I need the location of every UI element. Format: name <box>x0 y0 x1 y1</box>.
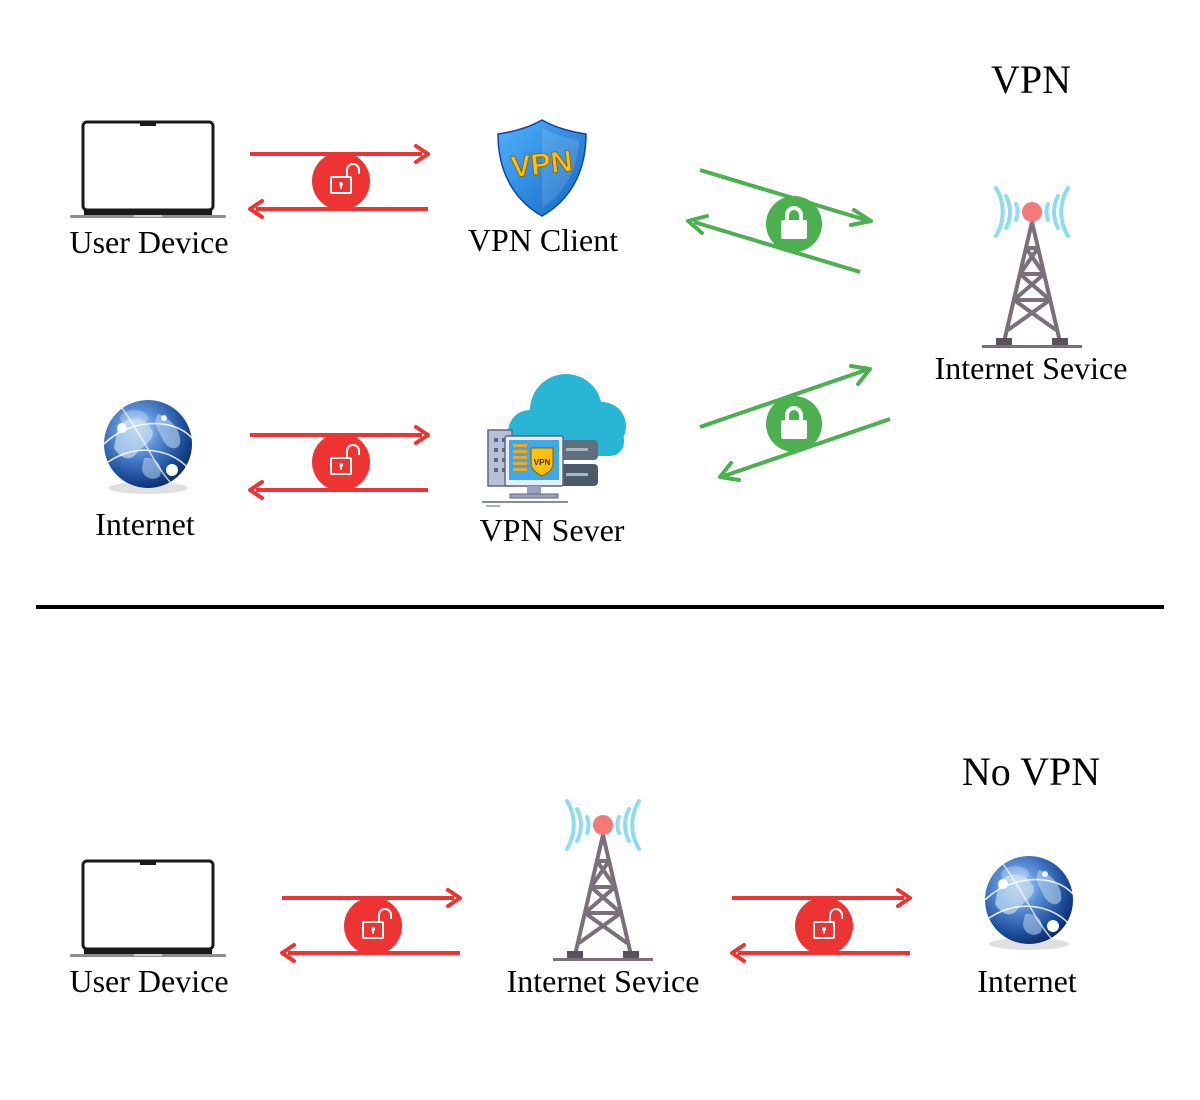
laptop-icon <box>68 859 228 959</box>
user-device-label: User Device <box>69 963 229 999</box>
cell-tower-icon <box>551 799 655 963</box>
unlocked-padlock-icon <box>311 432 371 492</box>
internet-label: Internet <box>95 506 195 542</box>
cell-tower-icon <box>980 186 1084 350</box>
globe-icon <box>984 855 1074 951</box>
unlocked-padlock-icon <box>794 896 854 956</box>
vpn-server-label: VPN Sever <box>479 512 625 548</box>
no-vpn-section-title: No VPN <box>961 749 1101 794</box>
user-device-label: User Device <box>69 224 229 260</box>
vpn-client-label: VPN Client <box>467 222 619 258</box>
internet-service-label: Internet Sevice <box>934 350 1128 386</box>
vpn-section-title: VPN <box>990 57 1072 102</box>
vpn-server-badge-text: VPN <box>534 458 551 467</box>
vpn-shield-icon: VPN <box>497 119 587 217</box>
encrypted-link-client-isp <box>686 168 873 274</box>
globe-icon <box>103 399 193 495</box>
vpn-server-icon: VPN <box>482 374 626 507</box>
locked-padlock-icon <box>764 394 824 454</box>
internet-label: Internet <box>977 963 1077 999</box>
unlocked-padlock-icon <box>343 896 403 956</box>
internet-service-label: Internet Sevice <box>506 963 700 999</box>
laptop-icon <box>68 120 228 220</box>
locked-padlock-icon <box>764 194 824 254</box>
vpn-shield-text: VPN <box>509 145 574 184</box>
unlocked-padlock-icon <box>311 151 371 211</box>
